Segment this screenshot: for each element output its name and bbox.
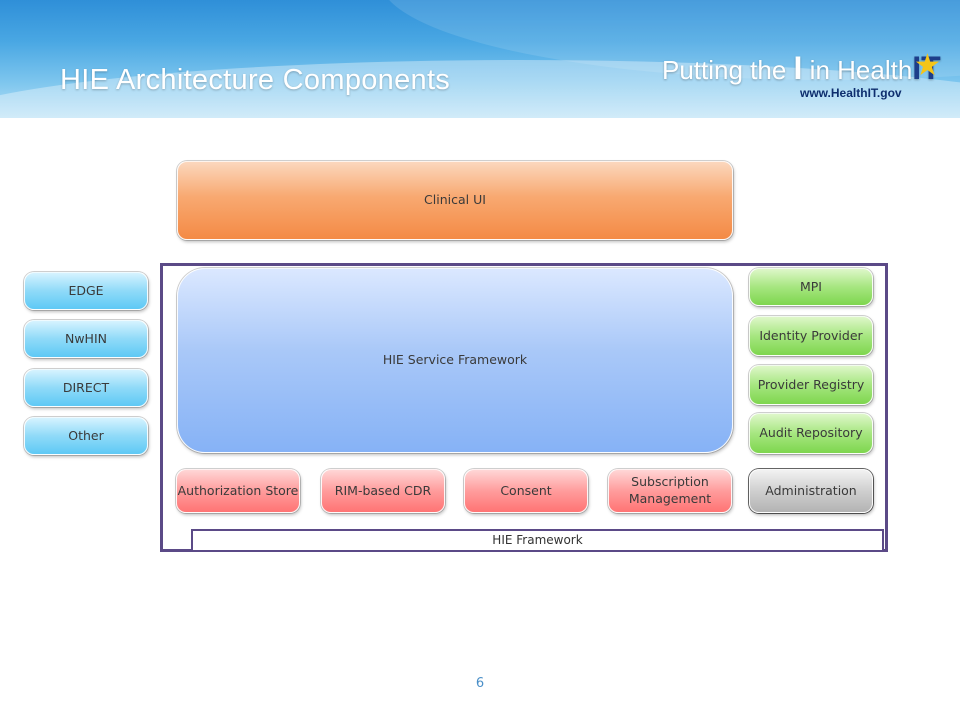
star-icon: ★ — [914, 49, 941, 82]
other-box: Other — [24, 417, 148, 455]
hie-service-framework-box: HIE Service Framework — [177, 268, 733, 453]
logo-text-putting: Putting the — [662, 55, 794, 85]
hie-framework-label: HIE Framework — [191, 529, 884, 552]
logo-text-in: in — [802, 55, 838, 85]
provider-registry-box: Provider Registry — [749, 365, 873, 405]
page-number: 6 — [475, 676, 485, 691]
logo-text-health: Health — [837, 55, 913, 85]
administration-box: Administration — [749, 469, 873, 513]
audit-repository-box: Audit Repository — [749, 413, 873, 454]
authorization-store-box: Authorization Store — [176, 469, 300, 513]
header-banner — [0, 0, 960, 118]
subscription-management-box: Subscription Management — [608, 469, 732, 513]
direct-box: DIRECT — [24, 369, 148, 407]
nwhin-box: NwHIN — [24, 320, 148, 358]
slide-title: HIE Architecture Components — [60, 64, 451, 96]
logo-wordmark: Putting the I in HealthIT — [662, 50, 942, 87]
identity-provider-box: Identity Provider — [749, 316, 873, 356]
mpi-box: MPI — [749, 268, 873, 306]
clinical-ui-box: Clinical UI — [177, 161, 733, 240]
logo-text-i: I — [793, 50, 803, 86]
logo-url: www.HealthIT.gov — [800, 86, 902, 100]
logo-text-it: IT — [912, 50, 941, 86]
healthit-logo: Putting the I in HealthIT ★ www.HealthIT… — [662, 49, 942, 106]
rim-based-cdr-box: RIM-based CDR — [321, 469, 445, 513]
consent-box: Consent — [464, 469, 588, 513]
edge-box: EDGE — [24, 272, 148, 310]
